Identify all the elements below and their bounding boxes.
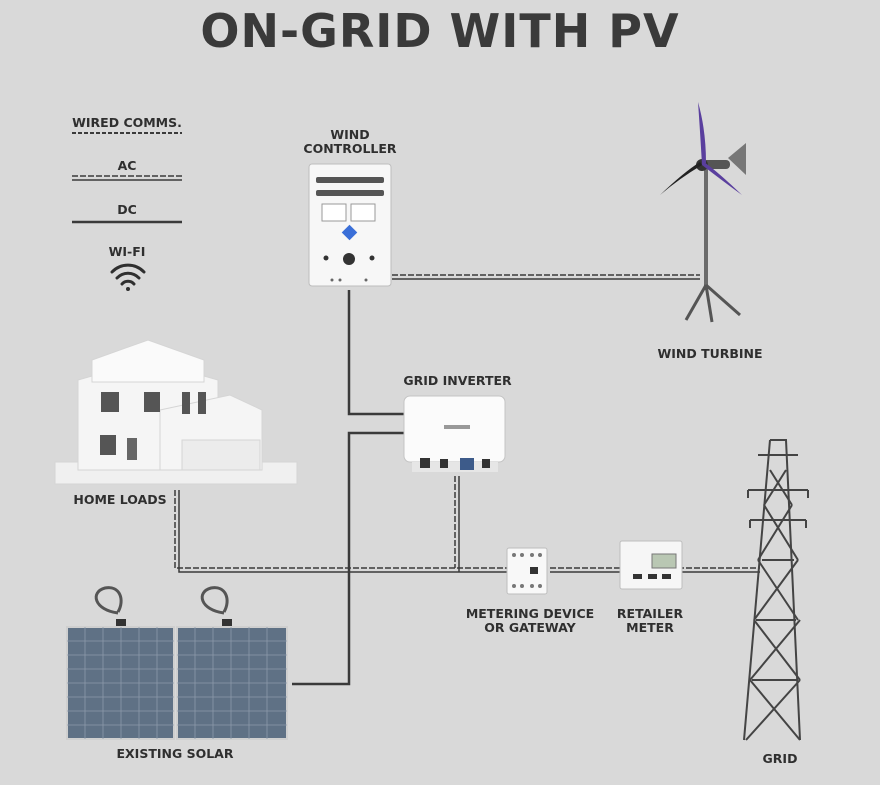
wind-turbine-icon [660,102,746,323]
metering-device-label: METERING DEVICE OR GATEWAY [465,606,595,635]
grid-inverter-device [403,395,506,472]
home-loads-label: HOME LOADS [73,492,167,507]
legend-wifi-label: WI-FI [108,244,146,259]
solar-panel-right [176,586,288,740]
home-loads-house [54,339,298,485]
grid-inverter-label: GRID INVERTER [403,373,512,388]
line-home-to-meter [174,490,510,573]
metering-device [506,547,548,595]
legend-ac-label: AC [117,158,137,173]
wind-controller-label: WIND CONTROLLER [303,127,397,156]
solar-panel-left [66,586,175,740]
line-controller-to-turbine [392,274,700,280]
diagram-title: ON-GRID WITH PV [200,4,680,58]
retailer-meter-device [619,540,683,590]
legend-wired-comms-label: WIRED COMMS. [72,115,182,130]
legend-dc-label: DC [117,202,137,217]
wind-turbine-label: WIND TURBINE [657,346,763,361]
retailer-meter-label: RETAILER METER [616,606,684,635]
line-solar-to-inverter [292,431,405,686]
line-inverter-down [454,476,460,572]
legend-ac-line [72,175,182,181]
wifi-icon [110,263,146,291]
wind-controller-device [308,163,392,287]
grid-label: GRID [762,751,798,766]
solar-panel-grid-lines [67,627,287,739]
grid-tower-icon [743,439,809,741]
existing-solar-label: EXISTING SOLAR [116,746,234,761]
line-controller-to-inverter [347,290,405,416]
